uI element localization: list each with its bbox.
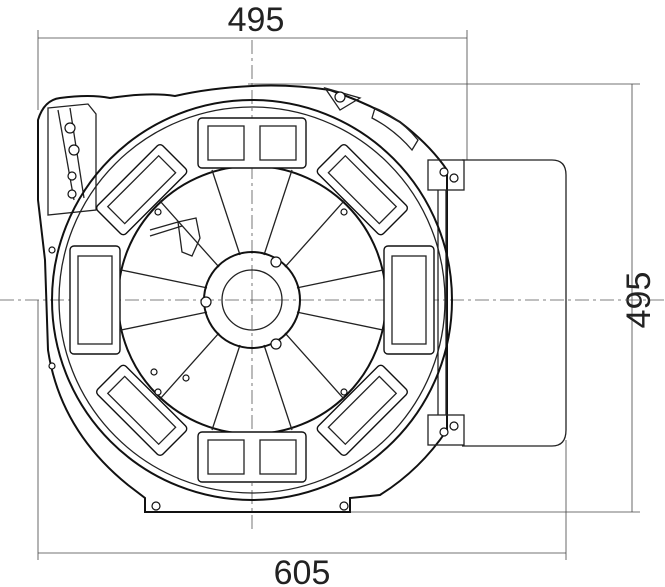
bottom-width-dimension: 605 (37, 300, 567, 587)
top-width-dimension: 495 (37, 1, 468, 160)
hose-guide (57, 107, 85, 201)
housing-bolts (48, 91, 349, 511)
drum-pads (69, 117, 435, 483)
drum-spokes (119, 169, 385, 431)
top-width-label: 495 (228, 1, 285, 39)
drum-details (149, 208, 348, 396)
bottom-width-label: 605 (274, 554, 331, 587)
mounting-bracket (427, 159, 567, 447)
drum-hub (200, 251, 301, 350)
right-height-dimension: 495 (248, 83, 658, 513)
